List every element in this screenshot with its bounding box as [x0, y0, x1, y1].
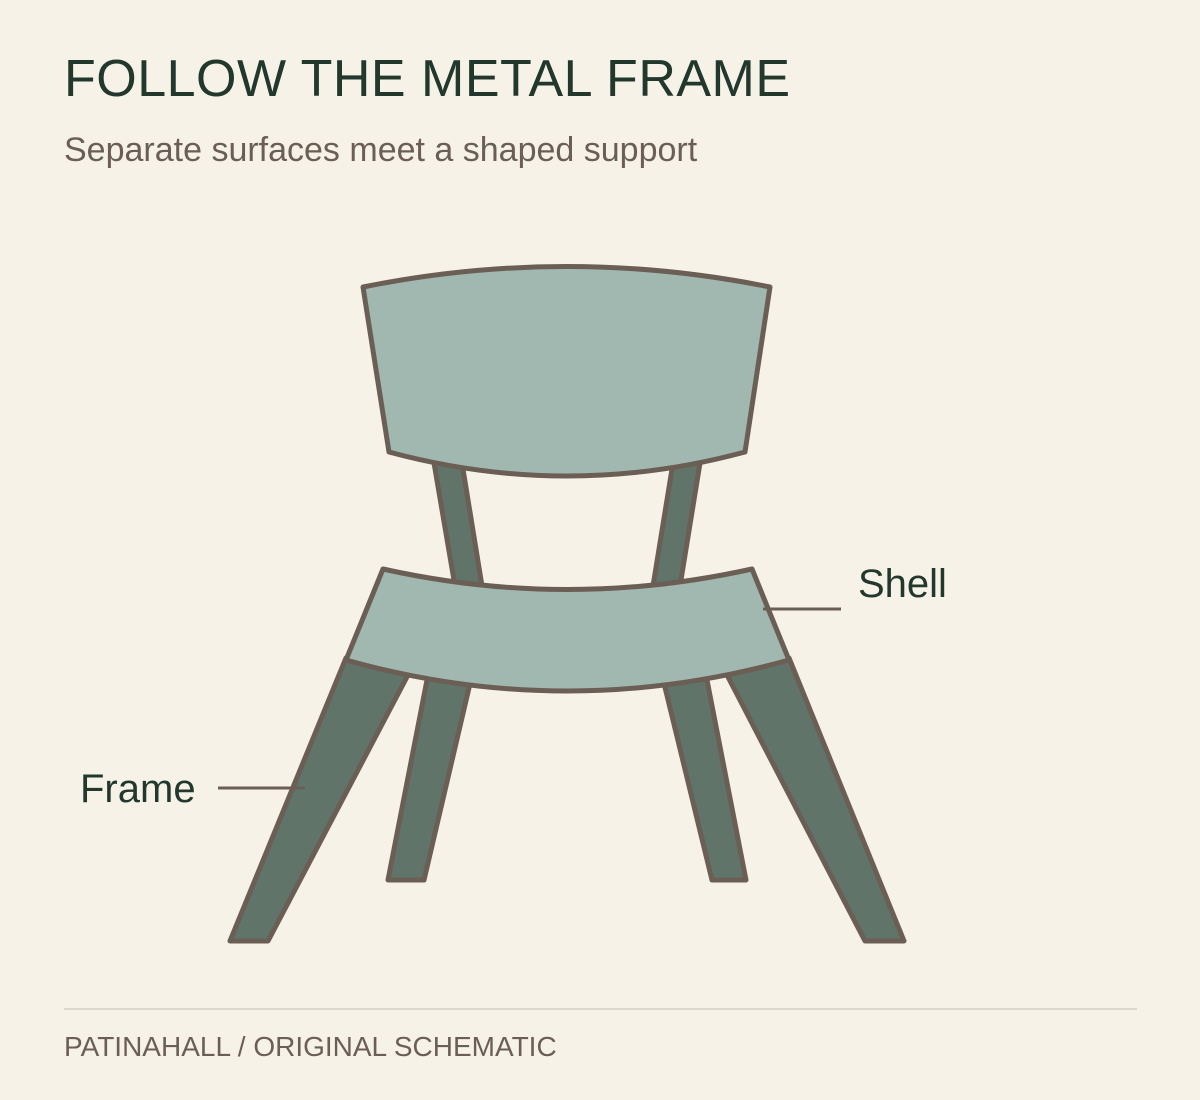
frame-rear-leg-right: [659, 672, 749, 883]
frame-rear-leg-left: [385, 672, 475, 883]
frame-back-upright-left: [431, 460, 485, 589]
frame-back-upright-right: [650, 460, 703, 589]
frame-front-leg-left: [227, 655, 411, 944]
footer-credit: PATINAHALL / ORIGINAL SCHEMATIC: [64, 1031, 557, 1062]
shell-seat: [343, 566, 792, 694]
shell-label: Shell: [858, 562, 947, 606]
frame-label: Frame: [80, 767, 196, 811]
shell-backrest: [360, 264, 773, 479]
footer-divider: [64, 1008, 1137, 1010]
page-subtitle: Separate surfaces meet a shaped support: [64, 131, 698, 169]
page-title: FOLLOW THE METAL FRAME: [64, 50, 791, 108]
frame-front-leg-right: [724, 655, 907, 944]
